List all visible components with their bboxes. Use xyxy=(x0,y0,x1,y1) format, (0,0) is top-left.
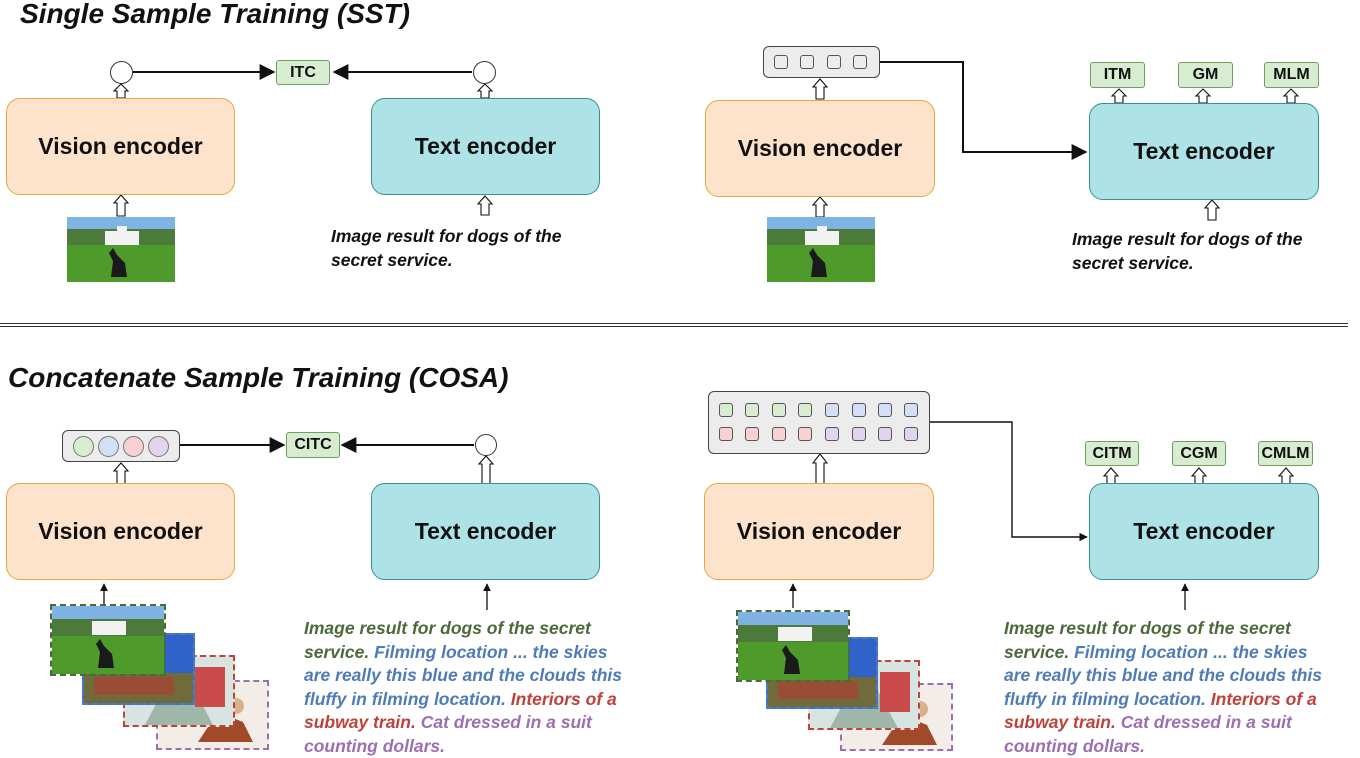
cmlm-objective: CMLM xyxy=(1258,441,1313,466)
citc-objective: CITC xyxy=(286,432,340,458)
vision-encoder-label: Vision encoder xyxy=(738,135,902,162)
citm-objective: CITM xyxy=(1085,441,1139,466)
text-encoder: Text encoder xyxy=(1089,103,1319,200)
image-token xyxy=(798,403,812,417)
dog-photo xyxy=(736,610,850,682)
caption-line: counting dollars. xyxy=(304,735,622,758)
caption-segment: subway train. xyxy=(304,712,416,732)
itc-objective: ITC xyxy=(276,60,330,85)
concatenated-image-token-sequence xyxy=(708,391,930,454)
caption-line: counting dollars. xyxy=(1004,735,1322,758)
sst-caption-right: Image result for dogs of the secret serv… xyxy=(1072,228,1302,275)
caption-segment: Filming location ... the skies xyxy=(369,642,607,662)
image-token xyxy=(772,403,786,417)
caption-line: Image result for dogs of the xyxy=(1072,228,1302,252)
caption-line: Image result for dogs of the secret xyxy=(1004,617,1322,641)
concatenated-image-embeddings xyxy=(62,430,180,462)
cosa-caption-right: Image result for dogs of the secret serv… xyxy=(1004,617,1322,758)
sample-embedding-blue xyxy=(98,436,119,457)
text-encoder-label: Text encoder xyxy=(415,133,556,160)
sample-embedding-red xyxy=(123,436,144,457)
text-encoder-label: Text encoder xyxy=(415,518,556,545)
vision-encoder: Vision encoder xyxy=(6,98,235,195)
image-token xyxy=(825,403,839,417)
sample-embedding-green xyxy=(73,436,94,457)
vision-encoder: Vision encoder xyxy=(704,483,934,580)
gm-objective: GM xyxy=(1178,62,1233,88)
dog-photo xyxy=(67,217,175,282)
image-token xyxy=(852,427,866,441)
caption-segment: subway train. xyxy=(1004,712,1116,732)
caption-segment: service. xyxy=(1004,642,1069,662)
caption-segment: Interiors of a xyxy=(506,689,617,709)
vision-encoder: Vision encoder xyxy=(705,100,935,197)
cgm-objective: CGM xyxy=(1172,441,1226,466)
caption-line: are really this blue and the clouds this xyxy=(1004,664,1322,688)
image-token xyxy=(878,427,892,441)
image-token xyxy=(772,427,786,441)
caption-line: Image result for dogs of the secret xyxy=(304,617,622,641)
caption-line: secret service. xyxy=(331,249,561,273)
image-token xyxy=(904,403,918,417)
image-token xyxy=(719,403,733,417)
image-token xyxy=(719,427,733,441)
caption-line: are really this blue and the clouds this xyxy=(304,664,622,688)
image-token xyxy=(852,403,866,417)
caption-segment: Filming location ... the skies xyxy=(1069,642,1307,662)
image-token xyxy=(827,55,841,69)
text-embedding-node xyxy=(475,434,497,456)
image-token xyxy=(745,403,759,417)
caption-segment: fluffy in filming location. xyxy=(1004,689,1206,709)
caption-segment: fluffy in filming location. xyxy=(304,689,506,709)
image-token-sequence xyxy=(763,46,880,78)
sst-caption-left: Image result for dogs of the secret serv… xyxy=(331,225,561,272)
vision-encoder-label: Vision encoder xyxy=(737,518,901,545)
vision-encoder-label: Vision encoder xyxy=(38,133,202,160)
caption-segment: Cat dressed in a suit xyxy=(1116,712,1292,732)
text-encoder: Text encoder xyxy=(371,98,600,195)
caption-segment: Cat dressed in a suit xyxy=(416,712,592,732)
caption-line: secret service. xyxy=(1072,252,1302,276)
image-token xyxy=(774,55,788,69)
dog-photo xyxy=(767,217,875,282)
image-token xyxy=(853,55,867,69)
text-encoder: Text encoder xyxy=(1089,483,1319,580)
text-encoder: Text encoder xyxy=(371,483,600,580)
image-token xyxy=(825,427,839,441)
dog-photo xyxy=(50,604,166,676)
image-token xyxy=(800,55,814,69)
itm-objective: ITM xyxy=(1090,62,1145,88)
image-token xyxy=(878,403,892,417)
caption-segment: Interiors of a xyxy=(1206,689,1317,709)
vision-encoder-label: Vision encoder xyxy=(38,518,202,545)
caption-line: Image result for dogs of the xyxy=(331,225,561,249)
mlm-objective: MLM xyxy=(1264,62,1319,88)
vision-encoder: Vision encoder xyxy=(6,483,235,580)
cosa-caption-left: Image result for dogs of the secret serv… xyxy=(304,617,622,758)
text-embedding-node xyxy=(473,61,496,84)
image-embedding-node xyxy=(110,61,133,84)
image-token xyxy=(798,427,812,441)
image-token xyxy=(904,427,918,441)
image-token xyxy=(745,427,759,441)
sample-embedding-purple xyxy=(148,436,169,457)
caption-segment: service. xyxy=(304,642,369,662)
text-encoder-label: Text encoder xyxy=(1133,138,1274,165)
text-encoder-label: Text encoder xyxy=(1133,518,1274,545)
